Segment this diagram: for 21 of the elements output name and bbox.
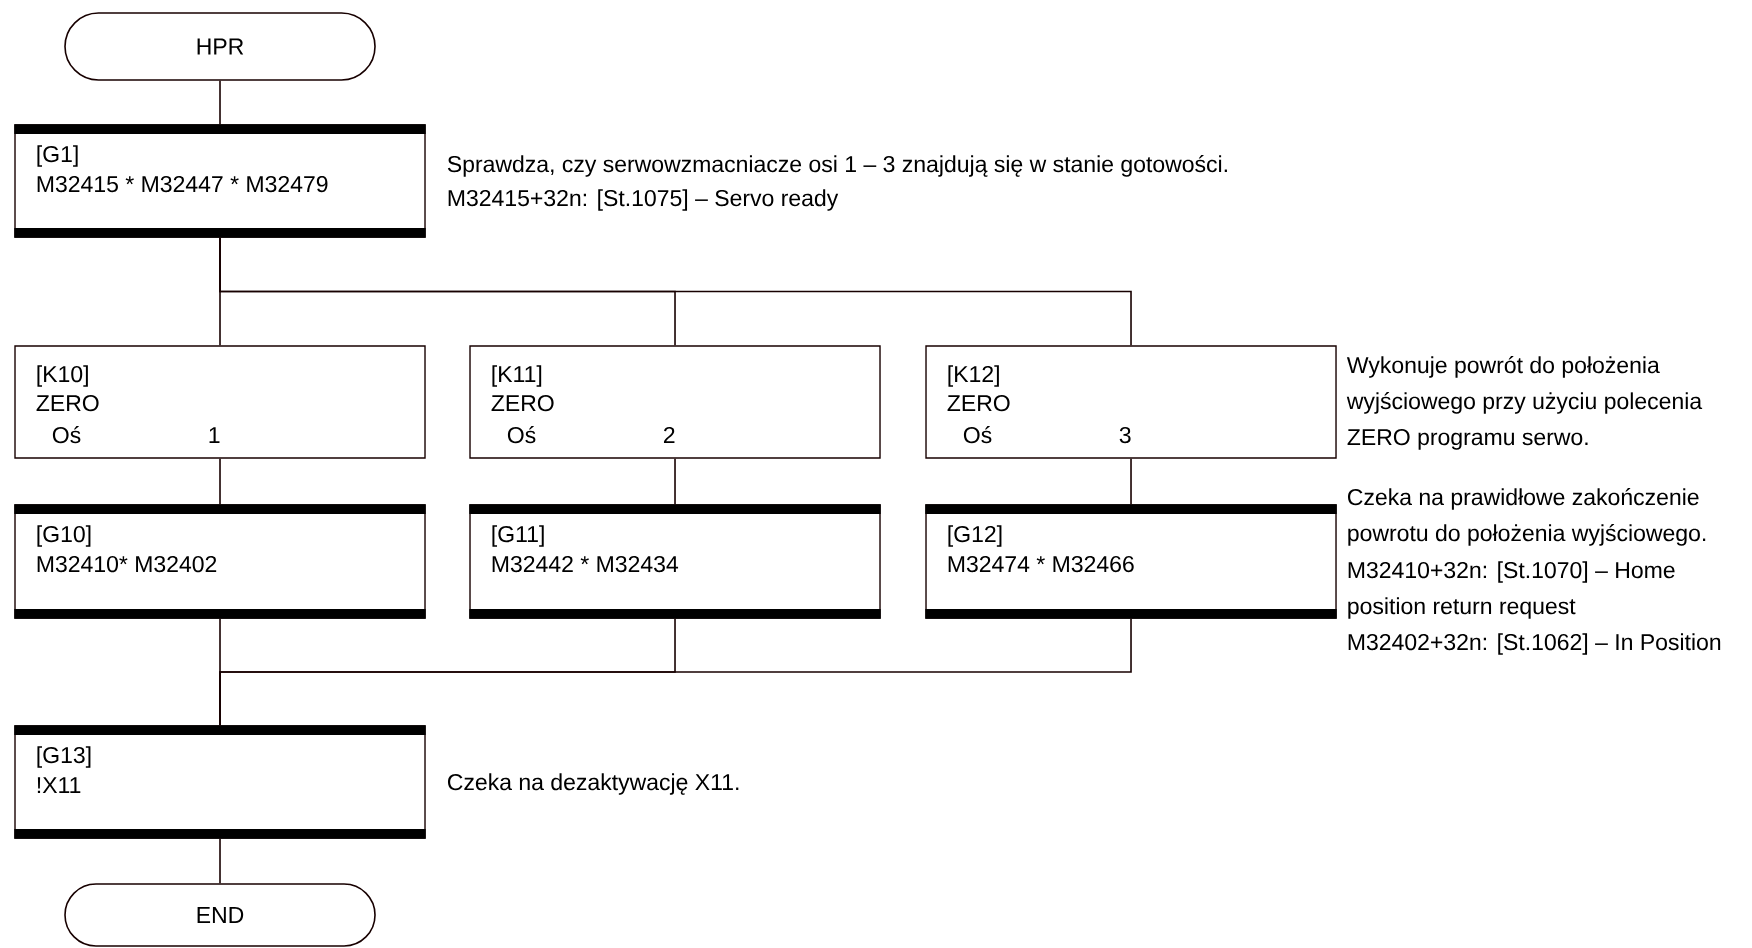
action-box: [K11] ZERO Oś 2: [469, 345, 881, 459]
step-box: [G12] M32474 * M32466: [925, 504, 1337, 619]
note-text: Czeka na dezaktywację X11.: [447, 773, 739, 795]
connector-line: [674, 457, 676, 506]
note-text: M32415+32n: [St.1075] – Servo ready: [448, 189, 839, 211]
connector-line: [219, 837, 221, 884]
connector-line: [219, 457, 221, 506]
connector-line: [219, 80, 221, 126]
step-box: [G1] M32415 * M32447 * M32479: [14, 124, 426, 238]
note-text: Sprawdza, czy serwowzmacniacze osi 1 – 3 znajdują się w stanie gotowości.: [447, 155, 1227, 177]
connector-line: [1130, 457, 1132, 506]
action-box: [K10] ZERO Oś 1: [14, 345, 426, 459]
action-box: [K12] ZERO Oś 3: [925, 345, 1337, 459]
note-text: M32402+32n: [St.1062] – In Position: [1348, 633, 1721, 655]
step-box: [G11] M32442 * M32434: [469, 504, 881, 619]
step-box: [G13] !X11: [14, 725, 426, 839]
connector-line: [219, 617, 1132, 727]
note-text: Wykonuje powrót do położenia wyjściowego przy użyciu polecenia ZERO programu serwo.: [1346, 356, 1703, 450]
connector-line: [219, 236, 1132, 347]
step-box: [G10] M32410* M32402: [14, 504, 426, 619]
note-text: Czeka na prawidłowe zakończenie powrotu do położenia wyjściowego.: [1348, 488, 1706, 546]
